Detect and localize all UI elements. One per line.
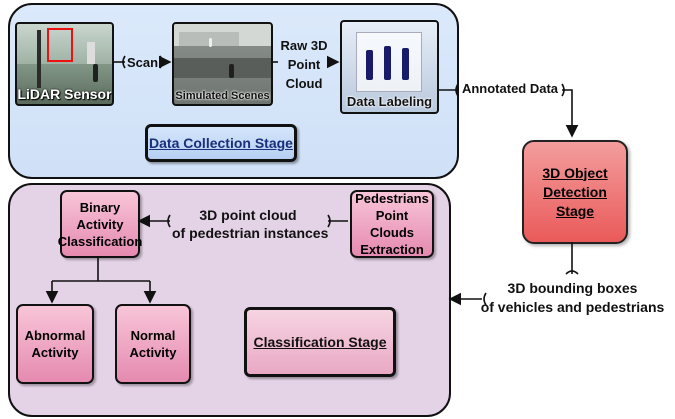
extraction-line-2: Point Clouds <box>369 208 415 240</box>
raw-point-cloud-line-1: Raw 3D <box>280 38 328 53</box>
object-detection-stage-box: 3D Object Detection Stage <box>522 140 628 244</box>
binary-line-2: Activity <box>76 216 124 232</box>
bounding-boxes-line-2: of vehicles and pedestrians <box>480 299 665 315</box>
abnormal-line-1: Abnormal <box>24 328 86 343</box>
data-labeling-image: Data Labeling <box>340 20 439 114</box>
normal-line-2: Activity <box>129 345 177 360</box>
pointcloud-line-2: of pedestrian instances <box>172 225 329 241</box>
binary-line-3: Classification <box>57 233 143 249</box>
pedestrian-point-cloud-label: 3D point cloud of pedestrian instances <box>172 206 329 242</box>
raw-point-cloud-line-3: Cloud <box>285 76 323 91</box>
scan-label: Scan <box>127 55 159 70</box>
abnormal-activity-box: Abnormal Activity <box>16 304 94 384</box>
abnormal-line-2: Activity <box>31 345 79 360</box>
simulated-scenes-image: Simulated Scenes <box>172 22 273 106</box>
data-collection-stage-title: Data Collection Stage <box>145 124 297 162</box>
lidar-sensor-image: LiDAR Sensor <box>15 22 114 106</box>
binary-activity-classification-box: Binary Activity Classification <box>57 190 143 258</box>
bounding-boxes-line-1: 3D bounding boxes <box>507 280 638 296</box>
binary-line-1: Binary <box>79 199 121 215</box>
normal-activity-box: Normal Activity <box>115 304 191 384</box>
normal-line-1: Normal <box>130 328 176 343</box>
pedestrian-point-cloud-extraction-box: Pedestrians Point Clouds Extraction <box>350 190 434 258</box>
detection-title-line-1: 3D Object <box>542 164 608 181</box>
detection-title-line-2: Detection Stage <box>543 183 607 219</box>
annotated-data-label: Annotated Data <box>461 81 559 96</box>
raw-point-cloud-line-2: Point <box>287 57 321 72</box>
raw-point-cloud-label: Raw 3D Point Cloud <box>276 36 332 93</box>
pointcloud-line-1: 3D point cloud <box>199 207 297 223</box>
simulated-scenes-label: Simulated Scenes <box>175 90 270 102</box>
classification-stage-title: Classification Stage <box>244 307 396 377</box>
extraction-line-3: Extraction <box>360 242 424 257</box>
lidar-sensor-label: LiDAR Sensor <box>17 86 112 102</box>
bounding-boxes-label: 3D bounding boxes of vehicles and pedest… <box>470 279 675 317</box>
data-labeling-label: Data Labeling <box>346 94 433 109</box>
extraction-line-1: Pedestrians <box>355 191 429 206</box>
